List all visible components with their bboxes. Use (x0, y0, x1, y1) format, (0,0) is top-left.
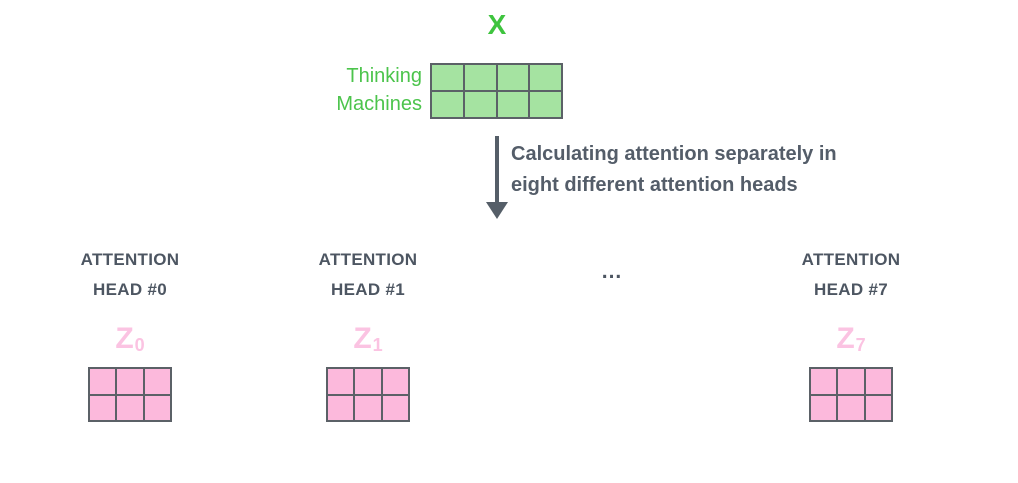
z-label-base: Z (353, 322, 372, 355)
matrix-cell (355, 395, 381, 420)
matrix-cell (382, 395, 408, 420)
attention-head-7-title: ATTENTION HEAD #7 (751, 245, 951, 305)
matrix-cell (432, 92, 463, 117)
input-row-label: Thinking (346, 65, 422, 87)
head-title-line: HEAD #0 (93, 280, 167, 299)
matrix-cell (432, 65, 463, 90)
head-title-line: HEAD #1 (331, 280, 405, 299)
heads-ellipsis: ... (601, 260, 623, 283)
z7-matrix-grid (809, 367, 893, 422)
arrow-caption-line: eight different attention heads (511, 174, 798, 196)
matrix-cell (838, 369, 864, 394)
z-label-base: Z (115, 322, 134, 355)
head-title-line: ATTENTION (318, 250, 418, 269)
input-matrix-grid (430, 63, 563, 119)
input-row-labels: Thinking Machines (280, 62, 422, 118)
matrix-cell (530, 65, 561, 90)
matrix-cell (497, 65, 529, 90)
matrix-cell (328, 395, 354, 420)
matrix-cell (328, 369, 354, 394)
attention-head-1-title: ATTENTION HEAD #1 (268, 245, 468, 305)
head-title-line: ATTENTION (801, 250, 901, 269)
z1-label: Z1 (268, 322, 468, 359)
z1-matrix-grid (326, 367, 410, 422)
matrix-cell (144, 369, 170, 394)
attention-head-0-title: ATTENTION HEAD #0 (30, 245, 230, 305)
arrow-caption-line: Calculating attention separately in (511, 143, 837, 165)
head-title-line: HEAD #7 (814, 280, 888, 299)
arrow-caption: Calculating attention separately in eigh… (511, 139, 837, 201)
z-label-subscript: 1 (372, 335, 383, 355)
down-arrow-head-icon (486, 202, 508, 219)
z-label-base: Z (836, 322, 855, 355)
matrix-cell (865, 369, 891, 394)
matrix-cell (355, 369, 381, 394)
z7-label: Z7 (751, 322, 951, 359)
down-arrow-line (495, 136, 499, 204)
z0-label: Z0 (30, 322, 230, 359)
matrix-cell (530, 92, 561, 117)
matrix-cell (117, 369, 143, 394)
matrix-cell (865, 395, 891, 420)
matrix-cell (811, 369, 837, 394)
input-matrix-label: X (487, 9, 507, 40)
matrix-cell (90, 395, 116, 420)
z-label-subscript: 7 (855, 335, 866, 355)
matrix-cell (464, 65, 496, 90)
matrix-cell (497, 92, 529, 117)
matrix-cell (90, 369, 116, 394)
z-label-subscript: 0 (134, 335, 145, 355)
matrix-cell (838, 395, 864, 420)
matrix-cell (464, 92, 496, 117)
matrix-cell (144, 395, 170, 420)
matrix-cell (117, 395, 143, 420)
matrix-cell (382, 369, 408, 394)
matrix-cell (811, 395, 837, 420)
input-row-label: Machines (336, 93, 422, 115)
head-title-line: ATTENTION (80, 250, 180, 269)
z0-matrix-grid (88, 367, 172, 422)
